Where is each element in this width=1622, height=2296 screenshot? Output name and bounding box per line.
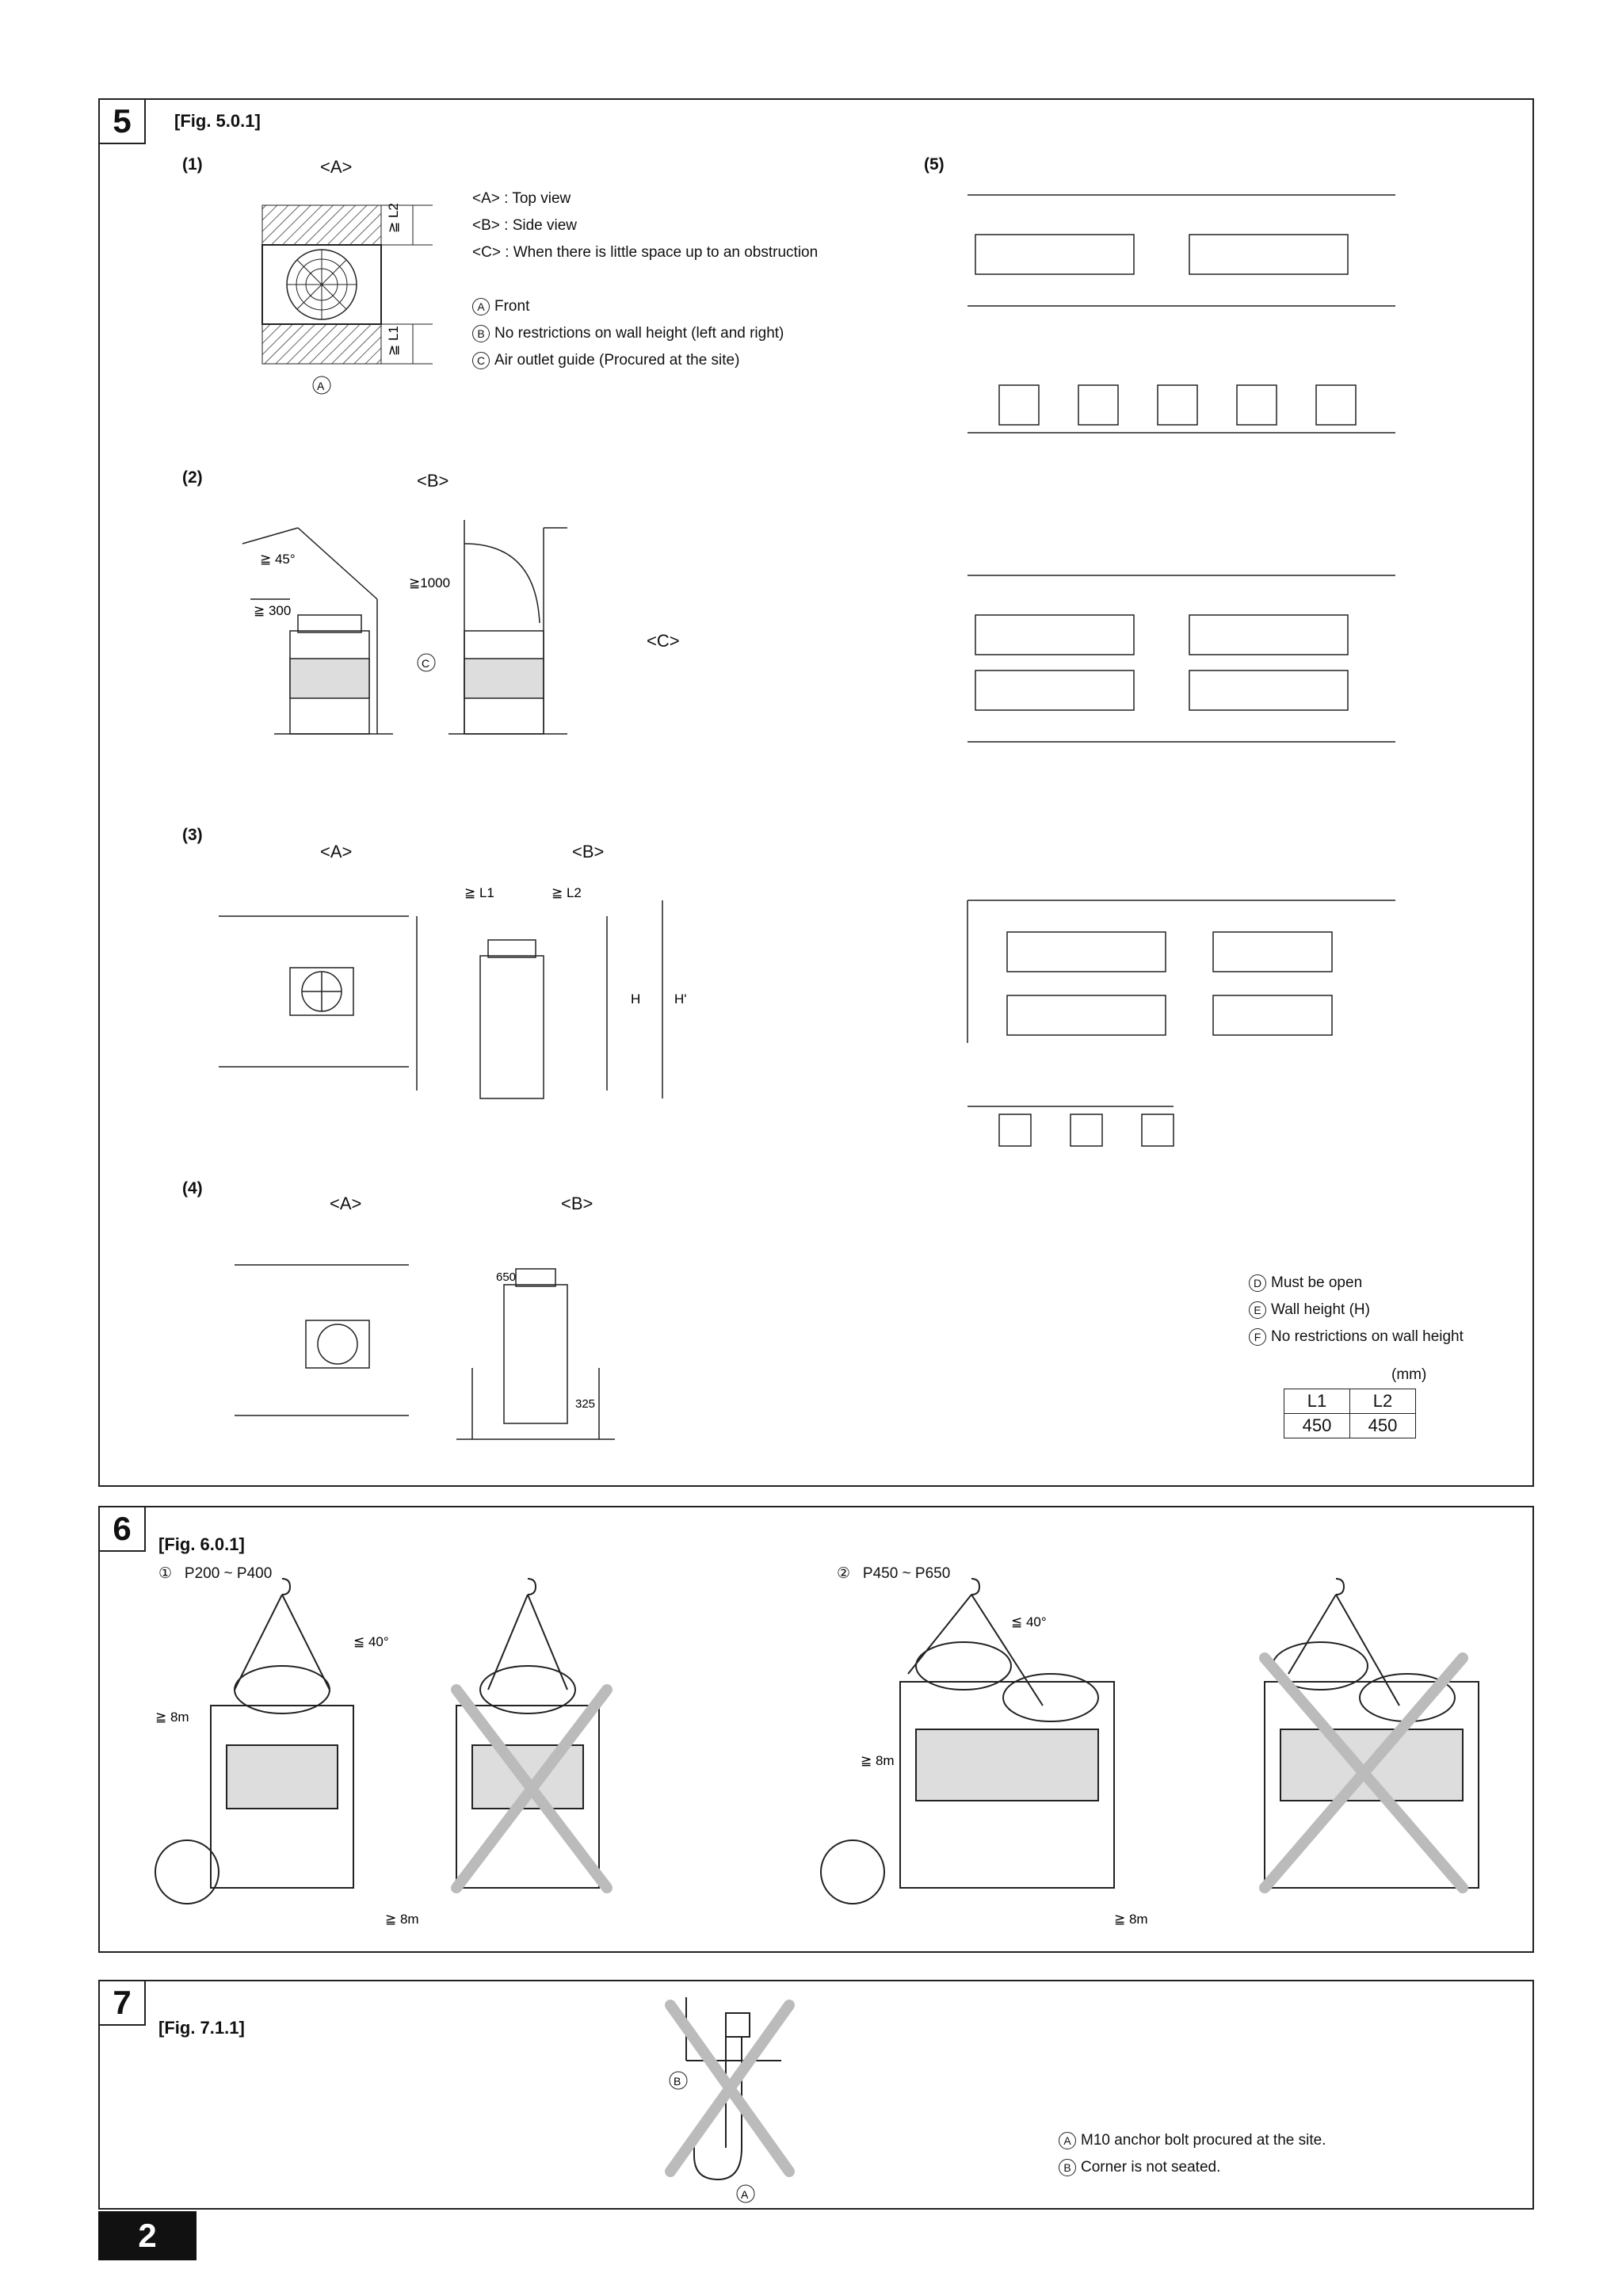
view-label-a-3: <A> — [320, 842, 353, 861]
section-number: 5 — [98, 98, 146, 144]
section-number: 6 — [98, 1506, 146, 1552]
figure-label: [Fig. 6.0.1] — [158, 1534, 245, 1554]
lifting-drawing-2: ≦ 40° ≧ 8m ≧ 8m — [820, 1578, 1479, 1927]
svg-text:H: H — [631, 991, 640, 1007]
figure-label: [Fig. 7.1.1] — [158, 2018, 245, 2038]
table-value-l2: 450 — [1349, 1413, 1416, 1438]
table-header-l2: L2 — [1349, 1389, 1416, 1414]
svg-text:C: C — [422, 657, 429, 670]
table-header-l1: L1 — [1284, 1389, 1350, 1414]
svg-text:≧ 8m: ≧ 8m — [1114, 1912, 1148, 1927]
svg-text:650: 650 — [496, 1270, 516, 1284]
installation-drawing-3: ≧ L1 ≧ L2 H H' — [219, 885, 687, 1099]
legend-side-view: <B> : Side view — [472, 217, 578, 234]
view-label-c: <C> — [647, 631, 680, 651]
part-label-3: (3) — [182, 826, 203, 844]
svg-text:≦ 40°: ≦ 40° — [353, 1634, 389, 1649]
multi-unit-layouts — [967, 194, 1395, 1147]
svg-text:≧ L2: ≧ L2 — [551, 885, 582, 900]
view-label-a: <A> — [320, 157, 353, 177]
svg-text:≧ 8m: ≧ 8m — [861, 1753, 895, 1768]
svg-text:≧ 45°: ≧ 45° — [260, 552, 296, 567]
svg-text:≧ 8m: ≧ 8m — [155, 1710, 189, 1725]
part-label-1: (1) — [182, 155, 203, 174]
svg-text:≧1000: ≧1000 — [409, 575, 450, 590]
view-label-b-3: <B> — [572, 842, 605, 861]
svg-text:≧ L2: ≧ L2 — [386, 203, 401, 233]
svg-text:≦ 40°: ≦ 40° — [1011, 1614, 1047, 1629]
svg-text:325: 325 — [575, 1397, 595, 1411]
section-6: 6 [Fig. 6.0.1] ① P200 ~ P400 ② P450 ~ P6… — [98, 1506, 1534, 1953]
section-number: 7 — [98, 1980, 146, 2026]
installation-drawing-4: 650 325 — [235, 1264, 615, 1440]
svg-text:≧ L1: ≧ L1 — [386, 326, 401, 356]
view-label-a-4: <A> — [330, 1194, 362, 1213]
view-label-b: <B> — [417, 471, 449, 491]
page-number: 2 — [98, 2211, 197, 2260]
section-5: 5 [Fig. 5.0.1] (1) <A> <A> : Top view <B… — [98, 98, 1534, 1487]
svg-text:≧ 300: ≧ 300 — [254, 603, 291, 618]
top-view-unit-drawing: ≧ L2 ≧ L1 A — [261, 203, 433, 395]
table-value-l1: 450 — [1284, 1413, 1350, 1438]
figure-label: [Fig. 5.0.1] — [174, 111, 261, 131]
svg-text:≧ L1: ≧ L1 — [464, 885, 494, 900]
legend-top-view: <A> : Top view — [472, 190, 571, 207]
anchor-bolt-drawing: B A — [665, 1997, 795, 2203]
part-label-2: (2) — [182, 468, 203, 487]
svg-text:A: A — [317, 380, 325, 392]
model-range-2: ② P450 ~ P650 — [837, 1565, 951, 1582]
svg-text:B: B — [674, 2075, 681, 2088]
lifting-drawing-1: ≦ 40° ≧ 8m ≧ 8m — [155, 1578, 613, 1927]
legend-obstruction: <C> : When there is little space up to a… — [472, 244, 819, 261]
svg-text:≧ 8m: ≧ 8m — [385, 1912, 419, 1927]
svg-text:H': H' — [674, 991, 687, 1007]
model-range-1: ① P200 ~ P400 — [158, 1565, 273, 1582]
view-label-b-4: <B> — [561, 1194, 593, 1213]
side-view-drawing: ≧ 45° ≧ 300 ≧1000 C — [242, 520, 567, 735]
table-unit: (mm) — [1391, 1366, 1427, 1383]
svg-text:A: A — [741, 2188, 749, 2201]
part-label-5: (5) — [924, 155, 945, 174]
part-label-4: (4) — [182, 1179, 203, 1198]
